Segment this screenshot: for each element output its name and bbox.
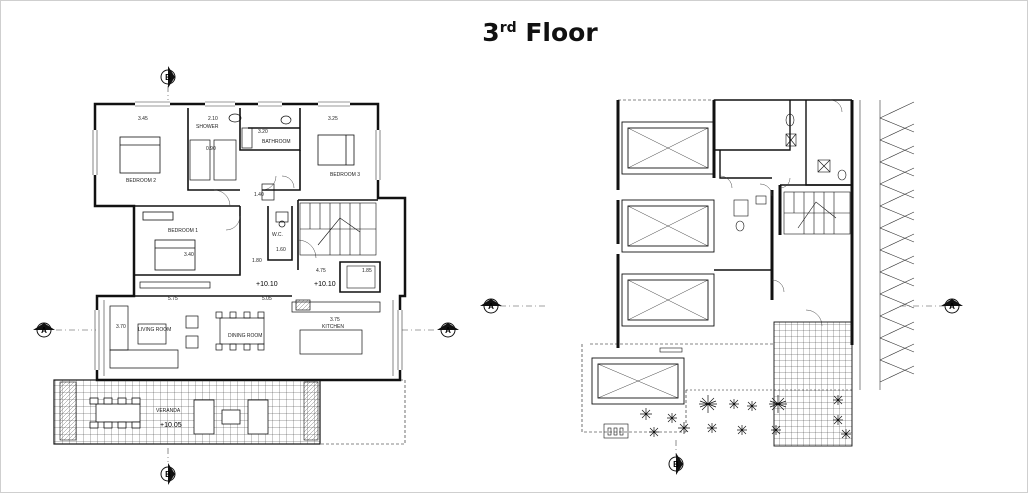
level-veranda: +10.05 <box>160 422 182 429</box>
level-stair: +10.10 <box>314 281 336 288</box>
dim-2: 2.10 <box>208 116 218 122</box>
svg-text:A: A <box>488 302 494 311</box>
svg-text:B: B <box>673 460 679 469</box>
section-markers: A A B B A A B <box>33 66 963 485</box>
dim-8: 3.75 <box>330 317 340 323</box>
label-bathroom: BATHROOM <box>262 139 291 145</box>
dim-6: 5.75 <box>168 296 178 302</box>
label-bedroom-2: BEDROOM 2 <box>126 178 156 184</box>
dim-10: 1.85 <box>362 268 372 274</box>
svg-text:A: A <box>41 326 47 335</box>
label-kitchen: KITCHEN <box>322 324 344 330</box>
label-shower: SHOWER <box>196 124 219 130</box>
svg-text:B: B <box>165 470 171 479</box>
label-veranda: VERANDA <box>156 408 181 414</box>
garden-plants <box>640 395 851 439</box>
svg-text:A: A <box>445 326 451 335</box>
dim-5: 3.40 <box>184 252 194 258</box>
left-plan-labels: BEDROOM 2 BEDROOM 3 BEDROOM 1 SHOWER BAT… <box>116 116 372 429</box>
left-floor-plan <box>53 86 434 462</box>
level-hall: +10.10 <box>256 281 278 288</box>
marker-a-left-1: A <box>33 322 55 338</box>
dim-12: 1.80 <box>252 258 262 264</box>
dim-3: 3.25 <box>328 116 338 122</box>
marker-a-right-2: A <box>941 298 963 314</box>
dim-15: 0.90 <box>206 146 216 152</box>
dim-4: 1.40 <box>254 192 264 198</box>
svg-text:A: A <box>949 302 955 311</box>
label-bedroom-3: BEDROOM 3 <box>330 172 360 178</box>
label-bedroom-1: BEDROOM 1 <box>168 228 198 234</box>
dim-9: 4.75 <box>316 268 326 274</box>
dim-11: 1.60 <box>276 247 286 253</box>
dim-14: 3.70 <box>116 324 126 330</box>
right-floor-plan <box>500 99 944 456</box>
marker-b-left-bottom: B <box>160 463 176 485</box>
dim-7: 5.05 <box>262 296 272 302</box>
marker-a-right-1: A <box>480 298 502 314</box>
floor-title: 3rd Floor <box>482 18 598 47</box>
veranda-tiles <box>53 379 321 445</box>
label-dining-room: DINING ROOM <box>228 333 262 339</box>
label-living-room: LIVING ROOM <box>138 327 171 333</box>
paved-area <box>773 321 853 447</box>
dim-13: 3.20 <box>258 129 268 135</box>
marker-b-left-top: B <box>160 66 176 88</box>
marker-b-right-bottom: B <box>668 453 684 475</box>
marker-a-left-2: A <box>437 322 459 338</box>
label-wc: W.C. <box>272 232 283 238</box>
dim-1: 3.45 <box>138 116 148 122</box>
svg-text:B: B <box>165 73 171 82</box>
